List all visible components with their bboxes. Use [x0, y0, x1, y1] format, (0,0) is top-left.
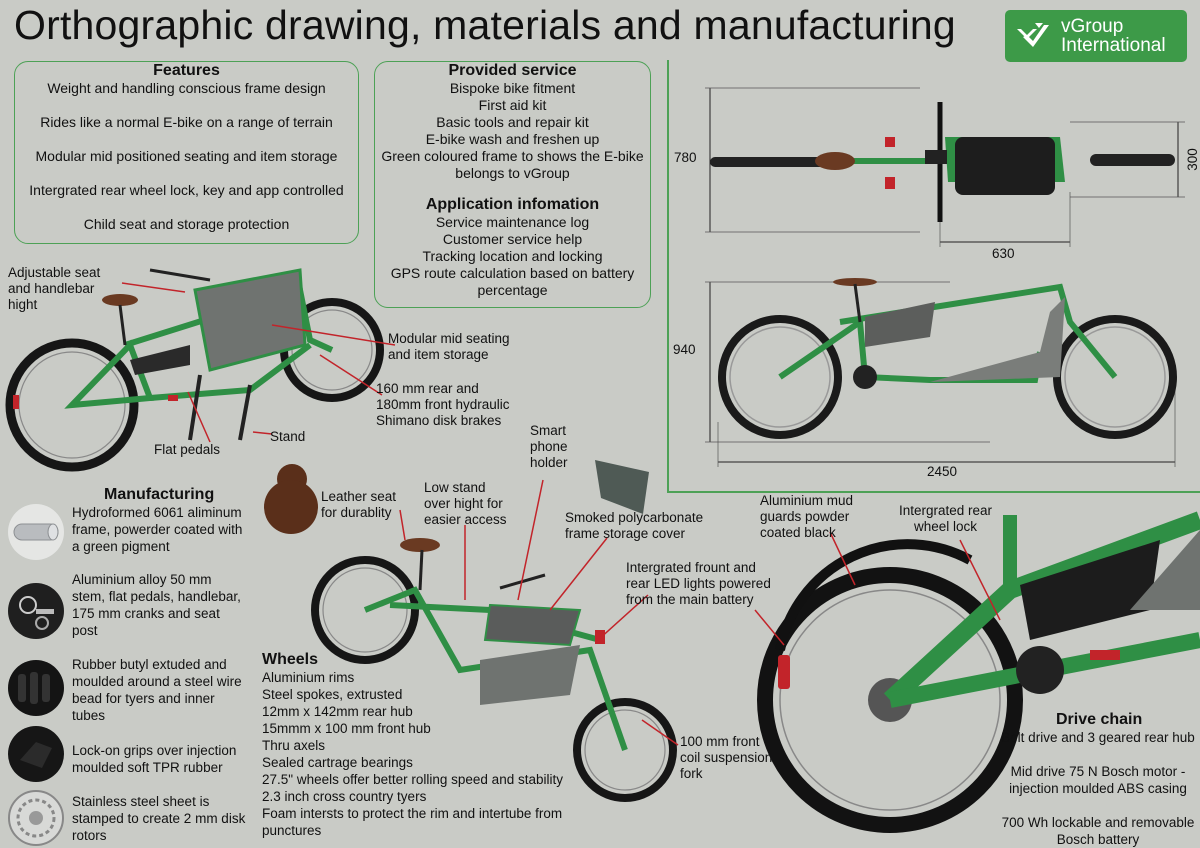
tyre-icon: [8, 660, 64, 716]
drive-list: Belt drive and 3 geared rear hub Mid dri…: [996, 729, 1200, 848]
wheels-item: Sealed cartrage bearings: [262, 755, 413, 770]
wheels-item: 12mm x 142mm rear hub: [262, 704, 413, 719]
wheels-item: punctures: [262, 823, 322, 838]
service-item: Bispoke bike fitment: [449, 80, 576, 96]
feature-item: Child seat and storage protection: [83, 216, 290, 232]
disc-rotor-icon: [8, 790, 64, 846]
drive-item: injection moulded ABS casing: [1009, 781, 1187, 796]
wheels-item: 2.3 inch cross country tyers: [262, 789, 427, 804]
dim-side-height: 940: [673, 342, 696, 357]
polycarbonate-swatch-icon: [595, 460, 649, 514]
vgroup-logo-icon: [1017, 23, 1049, 47]
leather-swatch-icon: [264, 480, 318, 534]
dim-top-right: 300: [1184, 148, 1200, 171]
wheels-item: Steel spokes, extrusted: [262, 687, 403, 702]
drive-item: Belt drive and 3 geared rear hub: [1001, 730, 1195, 745]
aluminium-tube-icon: [8, 504, 64, 560]
wheels-item: Foam intersts to protect the rim and int…: [262, 806, 563, 821]
app-item: Customer service help: [442, 231, 583, 247]
dim-side-length: 2450: [927, 464, 958, 479]
app-item: Service maintenance log: [435, 214, 590, 230]
wheels-item: Aluminium rims: [262, 670, 355, 685]
drive-item: Bosch battery: [1056, 832, 1140, 847]
dim-top-width: 780: [674, 150, 697, 165]
dim-top-bottom: 630: [992, 246, 1015, 261]
drive-item: 700 Wh lockable and removable: [1001, 815, 1195, 830]
top-view-drawing: [705, 87, 1185, 247]
grip-icon: [8, 726, 64, 782]
manufacturing-heading: Manufacturing: [104, 486, 215, 503]
app-item: Tracking location and locking: [422, 248, 603, 264]
app-item: GPS route calculation based on battery: [390, 265, 635, 281]
bike-render-left: [5, 268, 396, 472]
bike-render-middle: [277, 464, 679, 802]
logo-line1: vGroup: [1061, 16, 1124, 37]
features-box: Features Weight and handling conscious f…: [14, 61, 359, 244]
app-heading: Application infomation: [425, 196, 600, 213]
drive-heading: Drive chain: [1056, 711, 1143, 728]
callout-pedals: Flat pedals: [154, 442, 221, 457]
wheels-heading: Wheels: [262, 651, 319, 668]
logo-line2: International: [1061, 35, 1166, 56]
service-heading: Provided service: [448, 62, 577, 79]
wheels-item: 27.5" wheels offer better rolling speed …: [262, 772, 563, 787]
drive-item: Mid drive 75 N Bosch motor -: [1010, 764, 1186, 779]
bike-parts-icon: [8, 583, 64, 639]
wheels-item: Thru axels: [262, 738, 326, 753]
wheels-list: Aluminium rims Steel spokes, extrusted 1…: [262, 669, 563, 839]
service-item: belongs to vGroup: [455, 165, 570, 181]
service-item: Basic tools and repair kit: [436, 114, 589, 130]
service-item: First aid kit: [478, 97, 547, 113]
service-item: E-bike wash and freshen up: [425, 131, 600, 147]
service-box: Provided service Bispoke bike fitment Fi…: [374, 61, 651, 308]
feature-item: Intergrated rear wheel lock, key and app…: [29, 182, 344, 198]
orthographic-frame: [667, 60, 1200, 493]
feature-item: Weight and handling conscious frame desi…: [47, 80, 326, 96]
feature-item: Rides like a normal E-bike on a range of…: [40, 114, 333, 130]
service-item: Green coloured frame to shows the E-bike: [381, 148, 644, 164]
side-view-drawing: [705, 278, 1177, 467]
features-heading: Features: [153, 62, 220, 79]
feature-item: Modular mid positioned seating and item …: [35, 148, 338, 164]
callout-stand: Stand: [270, 429, 306, 444]
app-item: percentage: [477, 282, 548, 298]
page-title: Orthographic drawing, materials and manu…: [14, 2, 956, 48]
wheels-item: 15mmm x 100 mm front hub: [262, 721, 431, 736]
bike-render-closeup: [754, 511, 1200, 833]
